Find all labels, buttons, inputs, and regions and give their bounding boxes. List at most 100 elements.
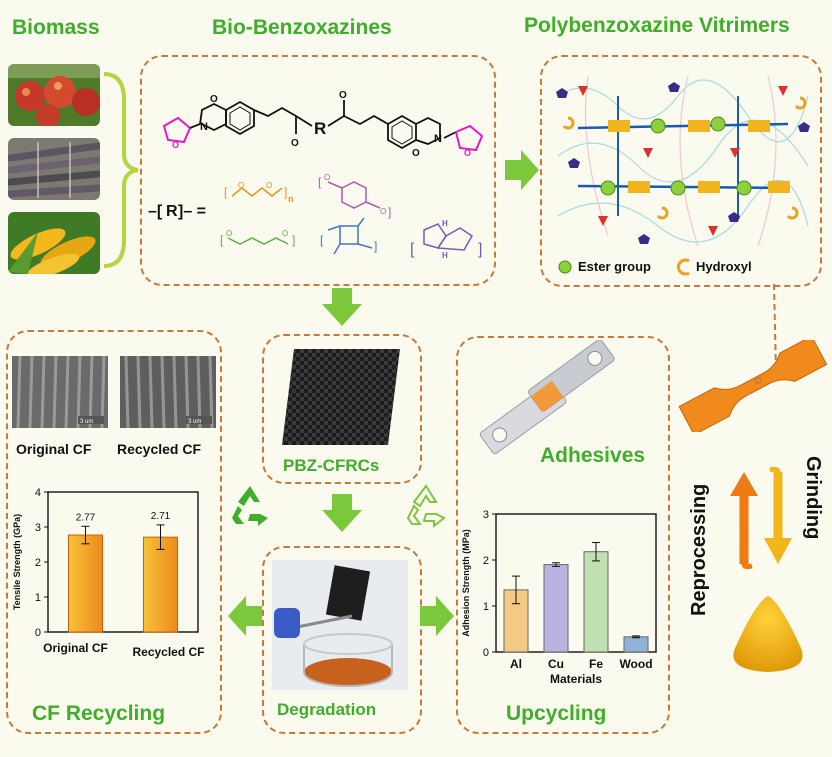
bar bbox=[543, 564, 569, 653]
h-label-bottom: H bbox=[442, 251, 448, 260]
svg-text:[: [ bbox=[320, 233, 324, 247]
svg-text:O: O bbox=[172, 140, 179, 150]
apple-photo bbox=[8, 64, 100, 126]
arrow-down-1 bbox=[322, 288, 362, 326]
category-label: Recycled CF bbox=[132, 645, 204, 659]
x-axis-label: Materials bbox=[550, 672, 602, 686]
sem-original: 3 um bbox=[12, 356, 108, 428]
svg-text:O: O bbox=[210, 94, 218, 105]
svg-text:O: O bbox=[282, 229, 288, 238]
svg-text:N: N bbox=[200, 121, 208, 133]
svg-text:O: O bbox=[266, 181, 272, 190]
svg-text:O: O bbox=[238, 181, 244, 190]
zoom-connector bbox=[773, 283, 777, 373]
cfrc-panel-image bbox=[282, 349, 400, 445]
hydroxyl-label: Hydroxyl bbox=[696, 259, 752, 274]
adhesives-title: Adhesives bbox=[540, 444, 646, 467]
lap-shear-specimen bbox=[479, 340, 615, 455]
vitrimers-title: Polybenzoxazine Vitrimers bbox=[524, 14, 790, 37]
arrow-right-green bbox=[505, 150, 539, 190]
svg-text:O: O bbox=[324, 173, 330, 182]
benzoxazine-box bbox=[140, 55, 496, 286]
category-label: Al bbox=[510, 657, 522, 671]
y-tick-label: 4 bbox=[35, 487, 41, 499]
category-label: Fe bbox=[589, 657, 603, 671]
svg-text:]– =: ]– = bbox=[178, 203, 206, 220]
svg-text:]: ] bbox=[478, 241, 482, 258]
biomass-bracket bbox=[103, 72, 139, 268]
subscript-n: n bbox=[288, 194, 294, 204]
y-tick-label: 0 bbox=[483, 647, 489, 659]
bar bbox=[143, 536, 178, 633]
scale-bar-original: 3 um bbox=[80, 419, 93, 425]
dogbone-specimen bbox=[678, 340, 828, 432]
upcycling-box bbox=[456, 336, 670, 734]
svg-text:]: ] bbox=[374, 239, 377, 253]
svg-text:]: ] bbox=[388, 205, 391, 219]
vitrimer-network bbox=[556, 75, 810, 247]
y-tick-label: 3 bbox=[483, 509, 489, 521]
svg-text:O: O bbox=[412, 148, 420, 159]
corn-photo bbox=[8, 212, 100, 274]
svg-text:[: [ bbox=[318, 175, 322, 189]
cycle-arrows-icon bbox=[730, 466, 792, 570]
svg-text:]: ] bbox=[284, 185, 287, 199]
bio-benzoxazines-title: Bio-Benzoxazines bbox=[212, 16, 392, 39]
y-axis-label: Adhesion Strength (MPa) bbox=[461, 529, 471, 637]
h-label-top: H bbox=[442, 219, 448, 228]
svg-text:N: N bbox=[434, 133, 442, 145]
r-definition-label: R bbox=[166, 203, 178, 220]
cf-recycling-title: CF Recycling bbox=[32, 702, 166, 725]
y-tick-label: 0 bbox=[35, 627, 41, 639]
r-group-label: R bbox=[314, 119, 326, 138]
pbz-cfrcs-box bbox=[262, 334, 422, 484]
arrow-right-green-2 bbox=[420, 596, 454, 636]
reprocessing-label: Reprocessing bbox=[688, 483, 710, 616]
vitrimer-box bbox=[540, 55, 822, 287]
svg-text:O: O bbox=[464, 148, 471, 158]
degradation-box bbox=[262, 546, 422, 734]
original-cf-label: Original CF bbox=[16, 441, 92, 457]
degradation-title: Degradation bbox=[277, 700, 377, 719]
svg-text:O: O bbox=[339, 90, 347, 101]
powder-pile-icon bbox=[733, 596, 803, 672]
sem-recycled: 3 um bbox=[120, 356, 216, 428]
svg-text:[: [ bbox=[220, 233, 224, 247]
y-tick-label: 1 bbox=[35, 592, 41, 604]
data-label: 2.77 bbox=[76, 512, 96, 523]
plot-frame bbox=[495, 513, 657, 653]
y-tick-label: 1 bbox=[483, 601, 489, 613]
cf-recycling-box bbox=[6, 330, 222, 734]
category-label: Cu bbox=[548, 657, 564, 671]
upcycling-title: Upcycling bbox=[506, 702, 607, 725]
recycle-icon-outline bbox=[406, 484, 446, 528]
y-axis-label: Tensile Strength (GPa) bbox=[12, 514, 22, 610]
arrow-left-green bbox=[228, 596, 262, 636]
y-tick-label: 2 bbox=[35, 557, 41, 569]
y-tick-label: 2 bbox=[483, 555, 489, 567]
y-tick-label: 3 bbox=[35, 522, 41, 534]
scale-bar-recycled: 3 um bbox=[188, 419, 201, 425]
data-label: 2.71 bbox=[151, 511, 171, 522]
svg-text:O: O bbox=[291, 138, 299, 149]
svg-text:[: [ bbox=[224, 185, 228, 199]
ester-group-label: Ester group bbox=[578, 259, 651, 274]
pbz-cfrcs-title: PBZ-CFRCs bbox=[283, 456, 380, 475]
svg-text:[: [ bbox=[410, 241, 415, 258]
benzoxazine-structure: O N O O R O N O O –[ R ]– = [ O O ] n [ … bbox=[148, 90, 484, 260]
hydroxyl-icon bbox=[676, 258, 690, 276]
ester-group-icon bbox=[558, 260, 572, 274]
svg-text:O: O bbox=[226, 229, 232, 238]
category-label: Wood bbox=[619, 657, 652, 671]
bar bbox=[583, 551, 609, 653]
grinding-label: Grinding bbox=[802, 456, 824, 540]
recycle-icon-solid bbox=[232, 486, 268, 526]
sugarcane-photo bbox=[8, 138, 100, 200]
degradation-photo bbox=[272, 560, 408, 690]
bar bbox=[623, 636, 649, 653]
category-label: Original CF bbox=[43, 641, 108, 655]
biomass-title: Biomass bbox=[12, 16, 100, 39]
svg-text:]: ] bbox=[292, 233, 295, 247]
